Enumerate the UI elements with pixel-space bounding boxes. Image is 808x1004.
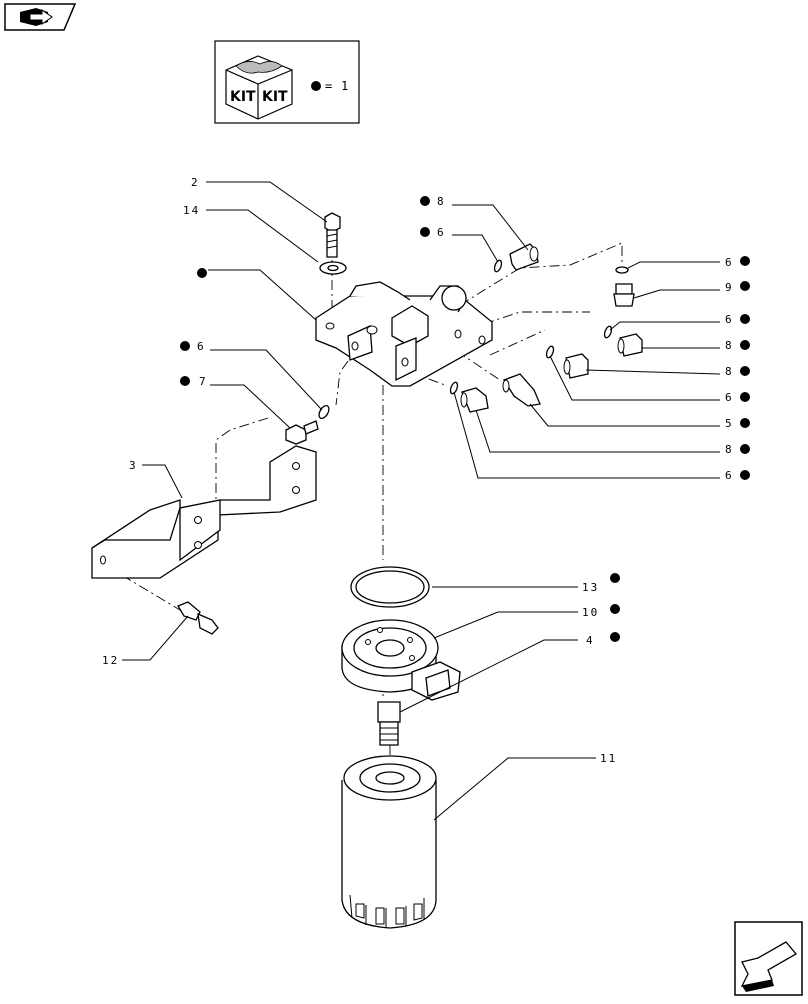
callout-6-r3: 6 — [725, 391, 734, 404]
callout-labels: 2 14 8 6 6 7 3 12 6 9 6 8 8 6 5 8 6 13 1… — [102, 176, 750, 765]
threaded-nipple-4 — [377, 701, 401, 746]
fitting-8-r3 — [460, 387, 489, 413]
callout-3: 3 — [129, 459, 138, 472]
bolt-2 — [324, 212, 341, 258]
callout-6-left: 6 — [197, 340, 206, 353]
washer-14 — [319, 261, 347, 275]
kit-dot-6-r1 — [740, 256, 750, 266]
kit-box-icon: KIT KIT — [225, 55, 293, 120]
kit-dot-housing — [197, 268, 207, 278]
kit-dot-6-r3 — [740, 392, 750, 402]
callout-8-r3: 8 — [725, 443, 734, 456]
kit-equals: = — [325, 79, 332, 93]
kit-dot-5 — [740, 418, 750, 428]
callout-6-r2: 6 — [725, 313, 734, 326]
callout-10: 10 — [582, 606, 599, 619]
o-ring-6-top — [493, 259, 503, 273]
callout-11: 11 — [600, 752, 617, 765]
filter-adapter-10 — [341, 619, 461, 701]
kit-dot-8-r1 — [740, 340, 750, 350]
callout-5: 5 — [725, 417, 734, 430]
kit-dot-7 — [180, 376, 190, 386]
fitting-9 — [613, 283, 635, 307]
callout-8-top: 8 — [437, 195, 446, 208]
kit-number: 1 — [341, 79, 348, 93]
kit-dot-8-r3 — [740, 444, 750, 454]
kit-legend: KIT KIT = 1 — [214, 40, 360, 124]
arrow-down-left-icon — [740, 941, 797, 992]
kit-dot-8-top — [420, 196, 430, 206]
sensor-5 — [502, 373, 541, 407]
kit-label-right: KIT — [262, 89, 288, 105]
kit-label-left: KIT — [230, 89, 256, 105]
callout-6-top: 6 — [437, 226, 446, 239]
callout-8-r1: 8 — [725, 339, 734, 352]
book-arrow-icon — [20, 8, 53, 26]
callout-9: 9 — [725, 281, 734, 294]
fitting-8-r2 — [563, 353, 589, 379]
seal-ring-13 — [350, 566, 430, 608]
kit-dot-6-left — [180, 341, 190, 351]
filter-cartridge-11 — [341, 755, 437, 929]
filter-head-housing — [315, 281, 493, 387]
kit-dot-6-r2 — [740, 314, 750, 324]
kit-dot-6-r4 — [740, 470, 750, 480]
callout-4: 4 — [586, 634, 595, 647]
o-ring-6-r2 — [603, 325, 613, 339]
callout-7: 7 — [199, 375, 208, 388]
callout-2: 2 — [191, 176, 200, 189]
bolt-12 — [177, 601, 219, 635]
callout-6-r1: 6 — [725, 256, 734, 269]
o-ring-6-r3 — [545, 345, 555, 359]
kit-dot-6-top — [420, 227, 430, 237]
callout-8-r2: 8 — [725, 365, 734, 378]
fitting-8-top — [509, 243, 539, 271]
callout-14: 14 — [183, 204, 200, 217]
kit-dot-9 — [740, 281, 750, 291]
leader-lines — [122, 181, 721, 821]
kit-dot-4 — [610, 632, 620, 642]
kit-dot-10 — [610, 604, 620, 614]
o-ring-6-r4 — [449, 381, 459, 395]
kit-dot-icon — [311, 81, 321, 91]
kit-dot-8-r2 — [740, 366, 750, 376]
kit-dot-13 — [610, 573, 620, 583]
callout-12: 12 — [102, 654, 119, 667]
mounting-bracket-3 — [91, 445, 317, 579]
bolt-7 — [285, 420, 319, 445]
callout-6-r4: 6 — [725, 469, 734, 482]
o-ring-6-r1 — [615, 266, 629, 274]
nav-tab-button[interactable] — [4, 3, 77, 31]
callout-13: 13 — [582, 581, 599, 594]
next-page-button[interactable] — [734, 921, 803, 996]
fitting-8-r1 — [617, 333, 643, 357]
